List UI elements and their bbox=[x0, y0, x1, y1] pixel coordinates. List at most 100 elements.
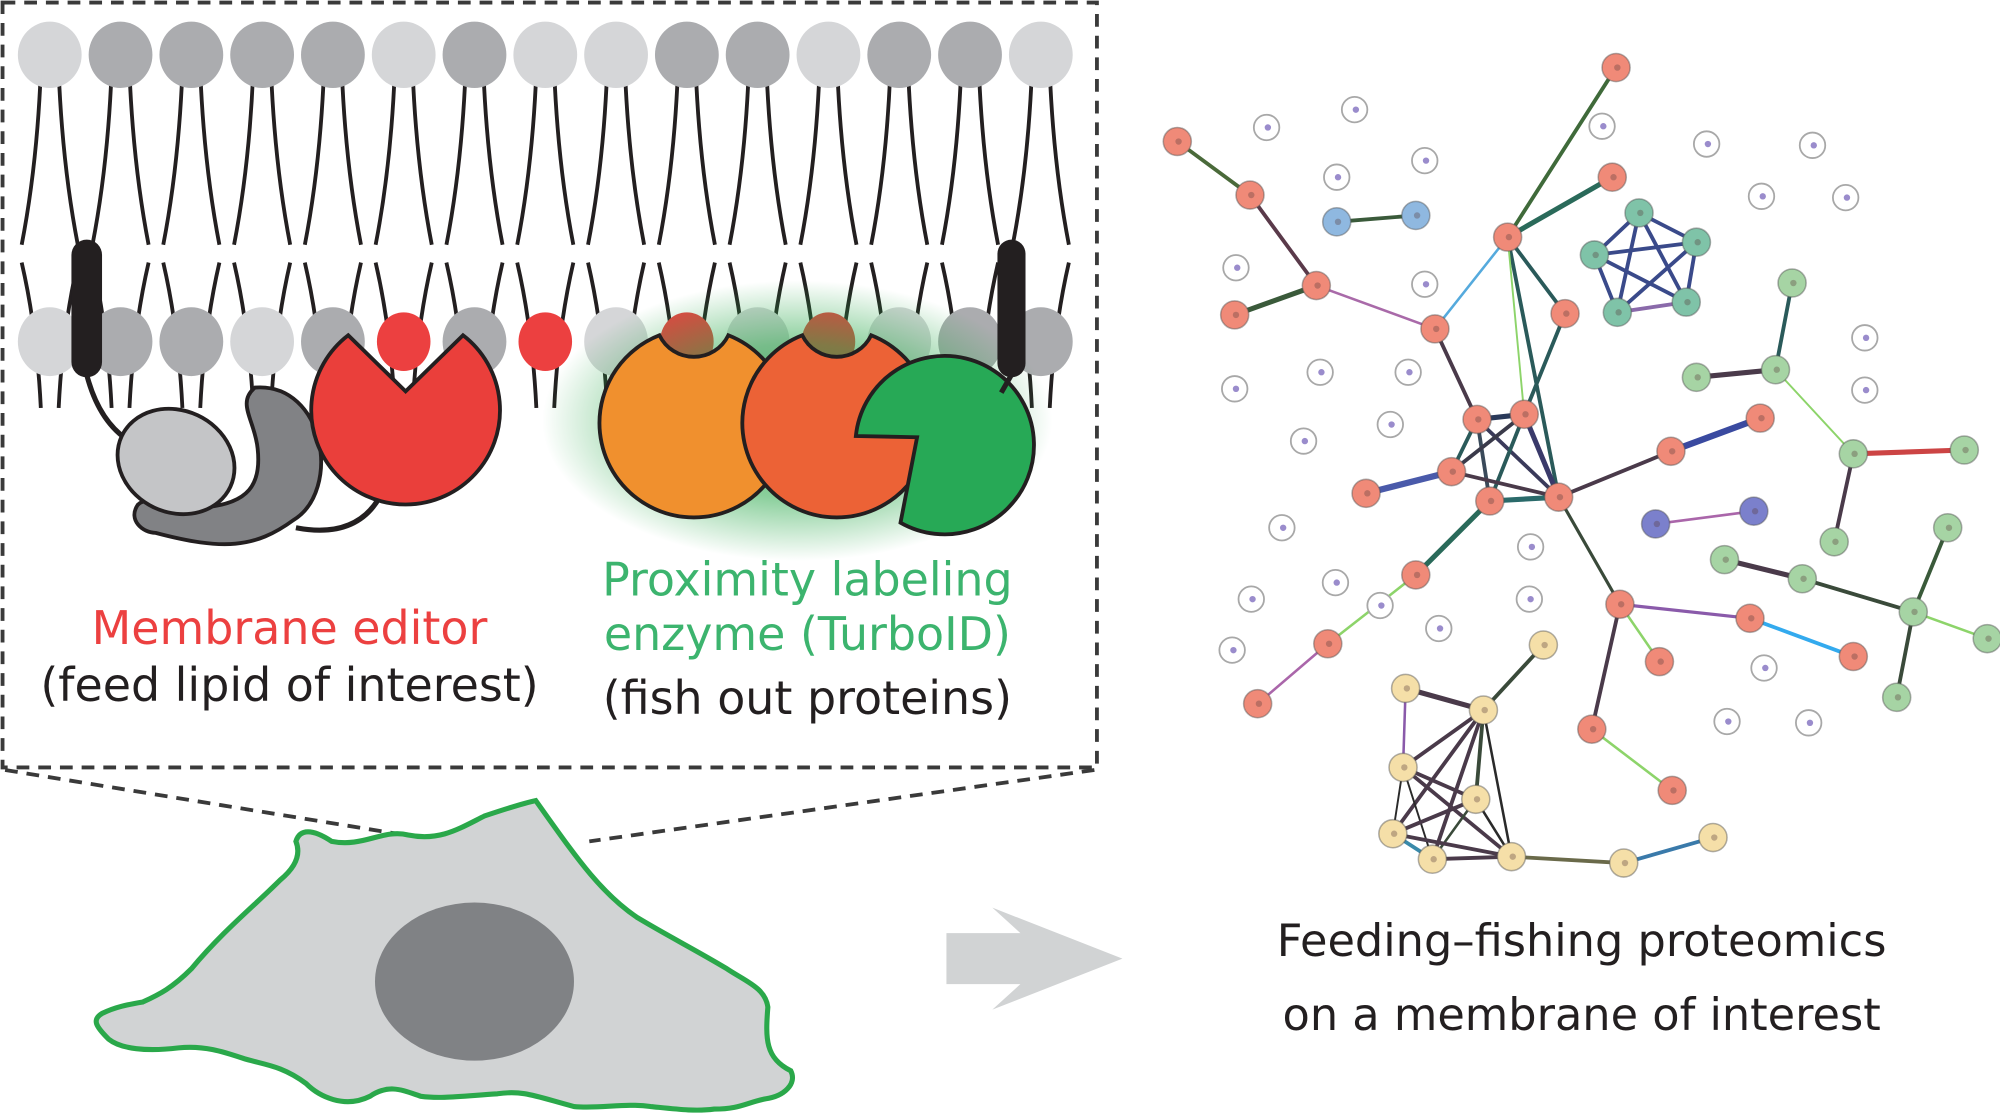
node-structure-glyph bbox=[1704, 140, 1712, 148]
membrane-editor bbox=[71, 239, 502, 547]
network-edge bbox=[1248, 193, 1319, 288]
node-structure-glyph bbox=[1684, 298, 1691, 306]
node-structure-glyph bbox=[1851, 653, 1858, 660]
network-edge bbox=[1315, 284, 1437, 331]
tether-line-right bbox=[999, 373, 1014, 394]
network-node-red bbox=[1219, 300, 1250, 330]
network-edge bbox=[1506, 236, 1526, 416]
lipid-tail bbox=[869, 71, 893, 246]
proximity-enzyme-subtitle: (fish out proteins) bbox=[603, 671, 1012, 725]
network-edge bbox=[1637, 210, 1689, 305]
network-node-teal bbox=[1579, 240, 1610, 270]
network-edge bbox=[1256, 642, 1330, 705]
network-node-yellow bbox=[1698, 822, 1728, 853]
lipid-tail bbox=[515, 71, 539, 246]
network-node-red bbox=[1838, 641, 1869, 672]
lipid-tail bbox=[232, 71, 256, 246]
node-structure-glyph bbox=[1378, 602, 1385, 609]
network-edge bbox=[1894, 609, 1916, 700]
network-node-purple bbox=[1640, 509, 1671, 539]
network-node-red bbox=[1605, 589, 1635, 620]
node-structure-glyph bbox=[1314, 282, 1321, 289]
network-node-blue bbox=[1321, 207, 1352, 237]
network-edge bbox=[1433, 235, 1509, 331]
lipid-head-top bbox=[725, 21, 790, 88]
network-node-red bbox=[1656, 436, 1686, 467]
node-structure-glyph bbox=[1522, 411, 1529, 418]
node-structure-glyph bbox=[1711, 834, 1718, 841]
lipid-head-top bbox=[513, 21, 578, 88]
node-structure-glyph bbox=[1430, 856, 1437, 863]
network-node-red bbox=[1235, 180, 1265, 210]
network-node-green bbox=[1838, 439, 1869, 469]
node-structure-glyph bbox=[1449, 468, 1456, 475]
node-structure-glyph bbox=[1248, 191, 1255, 199]
network-node-green bbox=[1881, 682, 1912, 713]
network-node-yellow bbox=[1388, 752, 1418, 783]
node-structure-glyph bbox=[1751, 508, 1759, 515]
lipid-head-top bbox=[584, 21, 648, 88]
node-structure-glyph bbox=[1694, 374, 1701, 381]
node-structure-glyph bbox=[1364, 490, 1371, 497]
node-structure-glyph bbox=[1403, 685, 1411, 692]
node-structure-glyph bbox=[1406, 369, 1413, 376]
network-node-yellow bbox=[1417, 844, 1448, 875]
network-edge bbox=[1505, 174, 1615, 240]
network-edge bbox=[1509, 854, 1626, 865]
network-node-red bbox=[1735, 603, 1765, 634]
network-caption-line2: on a membrane of interest bbox=[1283, 989, 1881, 1041]
network-node-red bbox=[1597, 162, 1628, 192]
lipid-tail bbox=[1010, 71, 1034, 246]
node-structure-glyph bbox=[1175, 138, 1182, 145]
node-structure-glyph bbox=[1790, 279, 1797, 287]
network-node-purple bbox=[1739, 496, 1769, 526]
network-node-green bbox=[1932, 512, 1963, 543]
node-structure-glyph bbox=[1334, 174, 1342, 181]
network-node-red bbox=[1436, 456, 1467, 487]
node-structure-glyph bbox=[1334, 218, 1342, 226]
node-structure-glyph bbox=[1433, 325, 1440, 333]
network-node-teal bbox=[1671, 287, 1702, 317]
node-structure-glyph bbox=[1264, 124, 1272, 131]
node-structure-glyph bbox=[1232, 311, 1240, 319]
node-structure-glyph bbox=[1232, 385, 1240, 393]
lipid-tail bbox=[656, 71, 680, 246]
membrane-editor-subtitle: (feed lipid of interest) bbox=[40, 658, 538, 712]
network-node-red bbox=[1543, 482, 1574, 512]
network-node-green bbox=[1949, 435, 1980, 465]
network-node-red bbox=[1644, 646, 1675, 677]
lipid-tail bbox=[444, 71, 468, 246]
network-node-green bbox=[1760, 354, 1791, 385]
network-node-red bbox=[1420, 314, 1450, 344]
lipid-tail bbox=[764, 71, 788, 246]
node-structure-glyph bbox=[1617, 601, 1625, 608]
node-structure-glyph bbox=[1422, 157, 1430, 164]
node-structure-glyph bbox=[1614, 64, 1621, 71]
node-structure-glyph bbox=[1279, 524, 1287, 531]
network-node-red bbox=[1301, 270, 1332, 301]
node-structure-glyph bbox=[1473, 796, 1481, 803]
lipid-tail bbox=[410, 71, 434, 246]
node-structure-glyph bbox=[1773, 366, 1780, 373]
lipid-tail bbox=[1047, 71, 1071, 246]
network-edge bbox=[1362, 468, 1455, 497]
network-edge bbox=[1748, 616, 1856, 659]
node-structure-glyph bbox=[1325, 640, 1333, 647]
network-edge bbox=[1402, 766, 1434, 861]
proximity-enzyme-title-line1: Proximity labeling bbox=[602, 552, 1013, 606]
network-edge bbox=[1911, 525, 1950, 614]
node-structure-glyph bbox=[1509, 853, 1516, 860]
network-node-red bbox=[1401, 560, 1431, 590]
lipid-tail bbox=[693, 71, 717, 246]
network-edge bbox=[1481, 643, 1546, 712]
lipid-tail bbox=[906, 71, 930, 246]
lipid-tail bbox=[481, 71, 505, 246]
network-node-teal bbox=[1624, 198, 1654, 228]
network-node-green bbox=[1681, 362, 1712, 393]
protein-interaction-network bbox=[1162, 52, 2000, 878]
node-structure-glyph bbox=[1333, 579, 1340, 586]
node-structure-glyph bbox=[1806, 719, 1814, 726]
network-edge bbox=[1390, 831, 1514, 859]
network-edge bbox=[1557, 495, 1622, 606]
network-edge bbox=[1449, 412, 1527, 474]
